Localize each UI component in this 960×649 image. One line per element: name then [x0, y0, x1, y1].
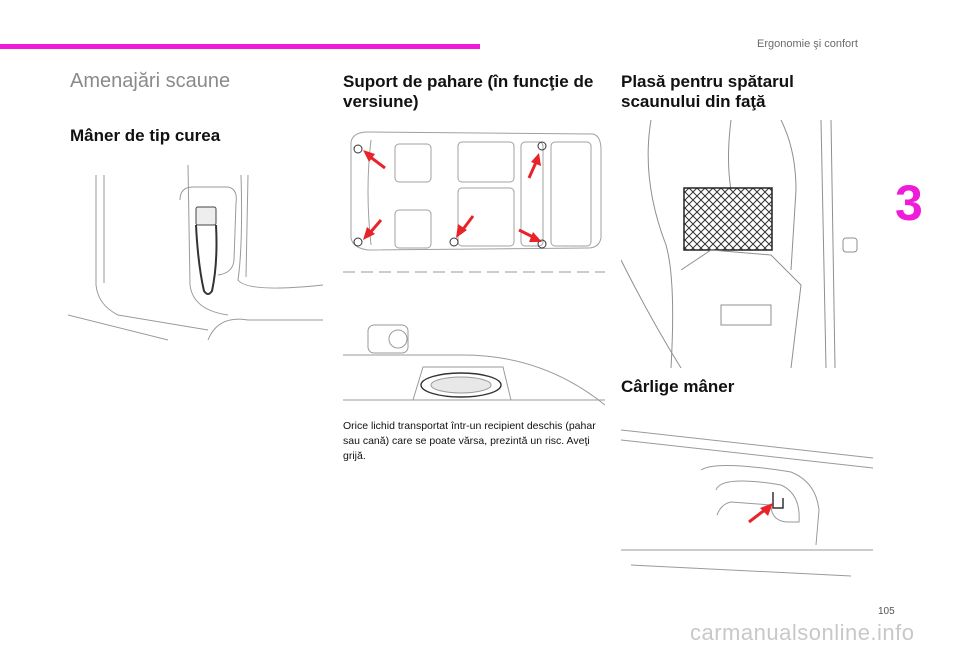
chapter-header: Ergonomie şi confort [757, 38, 858, 50]
chapter-number: 3 [895, 175, 923, 231]
heading-seat-net: Plasă pentru spătarul scaunului din faţă [621, 72, 794, 111]
hook-handle-illustration [621, 410, 876, 580]
seat-net-illustration [621, 120, 871, 368]
cup-holder-detail-illustration [343, 315, 605, 410]
chapter-color-bar [0, 44, 480, 49]
heading-hook-handle: Cârlige mâner [621, 377, 735, 396]
page-number: 105 [878, 606, 895, 617]
heading-cup-holder: Suport de pahare (în funcţie de versiune… [343, 72, 594, 111]
cup-holder-layout-illustration [343, 120, 605, 285]
watermark: carmanualsonline.info [690, 620, 915, 645]
strap-handle-illustration [68, 165, 323, 345]
warning-paragraph: Orice lichid transportat într-un recipie… [343, 420, 596, 462]
section-title: Amenajări scaune [70, 70, 231, 92]
heading-strap-handle: Mâner de tip curea [70, 126, 221, 145]
